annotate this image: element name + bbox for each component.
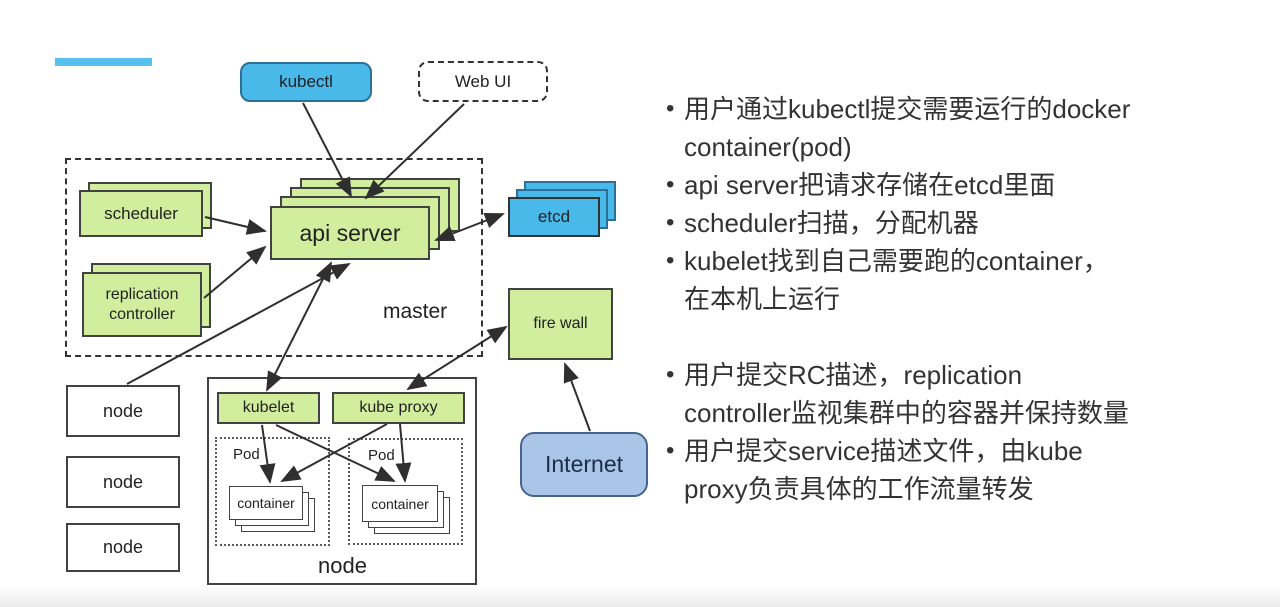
api-server-box: api server	[270, 206, 430, 260]
bullet-text: 用户提交service描述文件，由kube proxy负责具体的工作流量转发	[684, 432, 1276, 508]
bullet-glyph: •	[666, 437, 675, 464]
bullet-item: • 用户提交RC描述，replication controller监视集群中的容器并…	[666, 356, 1276, 432]
bullet-line: kubelet找到自己需要跑的container，	[684, 246, 1109, 276]
bullet-glyph: •	[666, 209, 675, 236]
bullet-line: scheduler扫描，分配机器	[684, 208, 979, 238]
replication-controller-label: replication controller	[106, 285, 179, 325]
bullet-item: • api server把请求存储在etcd里面	[666, 166, 1276, 204]
bullet-line: proxy负责具体的工作流量转发	[684, 474, 1034, 504]
web-ui-box: Web UI	[418, 61, 548, 102]
node-big-label: node	[318, 553, 367, 578]
etcd-box: etcd	[508, 197, 600, 237]
bullet-text: 用户提交RC描述，replication controller监视集群中的容器并保…	[684, 356, 1276, 432]
pod-left-box	[215, 437, 330, 546]
scheduler-box: scheduler	[79, 190, 203, 237]
bullet-item: • 用户提交service描述文件，由kube proxy负责具体的工作流量转发	[666, 432, 1276, 508]
bullet-text: api server把请求存储在etcd里面	[684, 166, 1276, 204]
container-left-box: container	[229, 486, 303, 520]
bullet-text: 用户通过kubectl提交需要运行的docker container(pod)	[684, 90, 1276, 166]
bullet-line: api server把请求存储在etcd里面	[684, 170, 1056, 200]
bullet-glyph: •	[666, 247, 675, 274]
container-right-box: container	[362, 485, 438, 522]
bullet-line: 用户提交RC描述，replication	[684, 360, 1023, 390]
kubectl-box: kubectl	[240, 62, 372, 102]
bullet-text: kubelet找到自己需要跑的container， 在本机上运行	[684, 242, 1276, 318]
bullet-text: scheduler扫描，分配机器	[684, 204, 1276, 242]
bullet-line: controller监视集群中的容器并保持数量	[684, 398, 1129, 428]
node-box-2: node	[66, 456, 180, 508]
arrow-internet-to-firewall	[563, 362, 591, 432]
bullet-glyph: •	[666, 171, 675, 198]
bullet-line: container(pod)	[684, 132, 852, 162]
bullet-line: 在本机上运行	[684, 284, 841, 314]
accent-line	[55, 58, 152, 66]
bullet-line: 用户通过kubectl提交需要运行的docker	[684, 94, 1131, 124]
kubelet-box: kubelet	[217, 392, 320, 424]
fire-wall-box: fire wall	[508, 288, 613, 360]
bullet-item: • kubelet找到自己需要跑的container， 在本机上运行	[666, 242, 1276, 318]
bullet-item: • 用户通过kubectl提交需要运行的docker container(pod)	[666, 90, 1276, 166]
kube-proxy-box: kube proxy	[332, 392, 465, 424]
node-box-1: node	[66, 385, 180, 437]
replication-line1: replication	[105, 285, 179, 303]
pod-left-label: Pod	[233, 446, 260, 463]
pod-right-label: Pod	[368, 447, 395, 464]
node-box-3: node	[66, 523, 180, 572]
internet-box: Internet	[520, 432, 648, 497]
slide-bottom-shadow	[0, 585, 1280, 607]
replication-line2: controller	[109, 305, 175, 323]
replication-controller-box: replication controller	[82, 272, 202, 337]
bullet-item: • scheduler扫描，分配机器	[666, 204, 1276, 242]
master-label: master	[383, 300, 448, 323]
bullet-line: 用户提交service描述文件，由kube	[684, 436, 1083, 466]
notes-group-2: • 用户提交RC描述，replication controller监视集群中的容器并…	[666, 356, 1276, 508]
bullet-glyph: •	[666, 361, 675, 388]
bullet-glyph: •	[666, 95, 675, 122]
